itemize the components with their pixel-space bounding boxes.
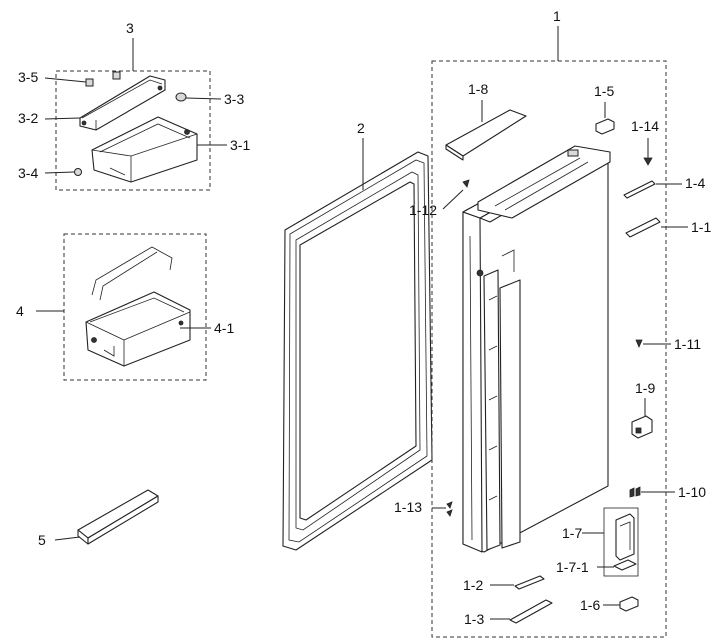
part-1-14-pointer: 1-14 bbox=[631, 118, 659, 166]
part-1-9-cap: 1-9 bbox=[631, 380, 655, 439]
label-1-9: 1-9 bbox=[635, 380, 655, 396]
group-1-boundary bbox=[431, 60, 667, 638]
label-3-3: 3-3 bbox=[224, 91, 244, 107]
label-1: 1 bbox=[553, 8, 561, 24]
group-3-door-bin: 3 3-5 bbox=[18, 20, 250, 191]
label-4-1: 4-1 bbox=[214, 320, 234, 336]
label-1-6: 1-6 bbox=[580, 597, 600, 613]
label-3-2: 3-2 bbox=[18, 110, 38, 126]
label-1-5: 1-5 bbox=[594, 83, 614, 99]
part-4-wire-bar bbox=[91, 246, 173, 301]
label-1-10: 1-10 bbox=[678, 484, 706, 500]
label-3-1: 3-1 bbox=[230, 137, 250, 153]
part-1-6-block: 1-6 bbox=[580, 596, 639, 613]
label-1-7: 1-7 bbox=[562, 525, 582, 541]
part-1-2-trim: 1-2 bbox=[463, 575, 545, 593]
label-1-2: 1-2 bbox=[463, 577, 483, 593]
label-2: 2 bbox=[357, 120, 365, 136]
label-3-4: 3-4 bbox=[18, 165, 38, 181]
group-4-bin-assembly: 4 4-1 bbox=[16, 233, 234, 381]
part-5-bar: 5 bbox=[38, 489, 159, 548]
part-1-13-screws: 1-13 bbox=[394, 499, 453, 517]
part-2-gasket: 2 bbox=[282, 120, 433, 551]
label-3: 3 bbox=[126, 20, 134, 36]
group-4-boundary bbox=[63, 233, 207, 381]
part-3-2-cover bbox=[79, 75, 166, 131]
part-1-10-screws: 1-10 bbox=[629, 484, 706, 500]
label-1-12: 1-12 bbox=[409, 202, 437, 218]
label-1-11: 1-11 bbox=[674, 336, 701, 352]
label-1-1: 1-1 bbox=[691, 219, 711, 235]
label-5: 5 bbox=[38, 532, 46, 548]
part-1-3-trim: 1-3 bbox=[464, 599, 553, 627]
part-1-1-strip: 1-1 bbox=[625, 217, 711, 238]
part-4-1-bin bbox=[85, 291, 191, 367]
label-1-13: 1-13 bbox=[394, 499, 422, 515]
part-1-4-strip: 1-4 bbox=[623, 175, 705, 199]
label-1-14: 1-14 bbox=[631, 118, 659, 134]
part-1-7-1-bracket: 1-7-1 bbox=[556, 559, 637, 575]
part-1-5-block: 1-5 bbox=[594, 83, 615, 135]
part-1-7-hinge: 1-7 bbox=[562, 507, 639, 577]
label-1-7-1: 1-7-1 bbox=[556, 559, 589, 575]
part-1-12-screw: 1-12 bbox=[409, 179, 470, 218]
part-3-5-clip bbox=[85, 71, 121, 87]
label-1-3: 1-3 bbox=[464, 611, 484, 627]
group-1-door-assembly: 1 1-8 1 bbox=[394, 8, 711, 638]
part-3-1-bin bbox=[91, 116, 198, 183]
label-4: 4 bbox=[16, 303, 24, 319]
part-3-3-cap bbox=[175, 92, 187, 102]
part-1-door-body bbox=[462, 145, 611, 553]
part-1-8-top-panel: 1-8 bbox=[445, 81, 527, 161]
label-1-4: 1-4 bbox=[685, 175, 705, 191]
part-1-11-screw: 1-11 bbox=[635, 336, 701, 352]
label-1-8: 1-8 bbox=[468, 81, 488, 97]
part-3-4-screw bbox=[74, 168, 82, 176]
label-3-5: 3-5 bbox=[18, 69, 38, 85]
